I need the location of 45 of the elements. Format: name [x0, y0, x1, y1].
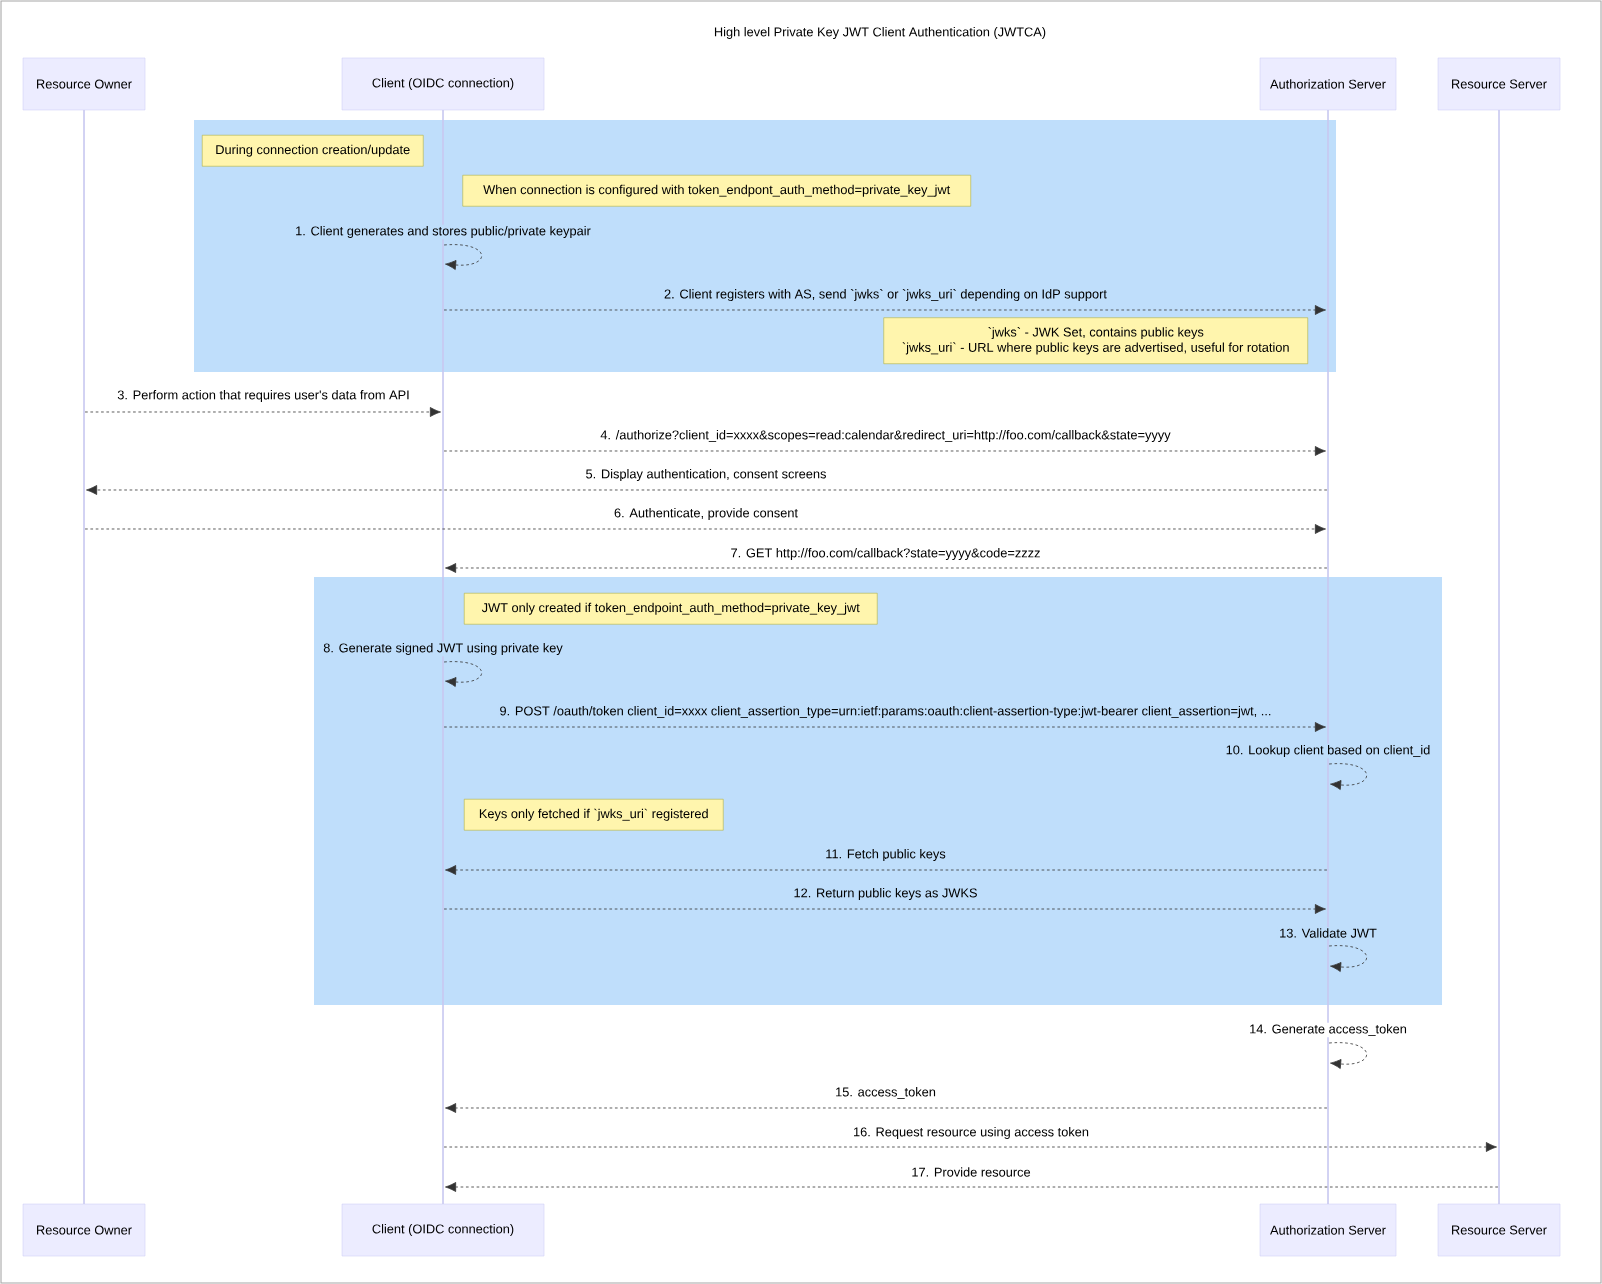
self-arrow [1328, 763, 1367, 790]
message-arrow [443, 1142, 1497, 1152]
participant-box: Client (OIDC connection) [341, 57, 545, 111]
message-arrow [445, 1182, 1499, 1192]
message-arrow [445, 563, 1328, 573]
self-arrow [1328, 1042, 1367, 1069]
participant-box: Resource Owner [22, 1203, 146, 1257]
message-arrow [84, 407, 441, 417]
lifeline [1327, 110, 1329, 1204]
participant-box: Client (OIDC connection) [341, 1203, 545, 1257]
lifeline [442, 110, 444, 1204]
note-box: JWT only created if token_endpoint_auth_method=private_key_jwt [463, 592, 878, 625]
participant-box: Authorization Server [1259, 57, 1397, 111]
lifeline [83, 110, 85, 1204]
edge-label: 17. Provide resource [910, 1165, 1032, 1179]
participant-box: Resource Server [1437, 1203, 1561, 1257]
edge-label: 14. Generate access_token [1247, 1022, 1409, 1038]
participant-box: Resource Owner [22, 57, 146, 111]
participant-box: Authorization Server [1259, 1203, 1397, 1257]
diagram-title: High level Private Key JWT Client Authentication (JWTCA) [714, 27, 1046, 39]
self-arrow [443, 244, 482, 270]
note-box: During connection creation/update [201, 134, 424, 167]
edge-label: 3. Perform action that requires user's data from API [115, 388, 412, 404]
lifeline [1498, 110, 1500, 1204]
message-arrow [86, 485, 1328, 495]
message-arrow [443, 904, 1326, 914]
note-box: Keys only fetched if `jwks_uri` registered [463, 798, 724, 831]
edge-label: 15. access_token [833, 1085, 938, 1101]
participant-box: Resource Server [1437, 57, 1561, 111]
message-arrow [445, 865, 1328, 875]
note-box: When connection is configured with token_endpont_auth_method=private_key_jwt [462, 174, 971, 207]
group-box [314, 577, 1442, 1005]
message-arrow [443, 722, 1326, 732]
message-arrow [443, 446, 1326, 456]
edge-label: 6. Authenticate, provide consent [612, 506, 800, 522]
self-arrow [443, 661, 482, 687]
message-arrow [84, 524, 1326, 534]
message-arrow [443, 305, 1326, 315]
note-box: `jwks` - JWK Set, contains public keys `jwks_uri` - URL where public keys are advertised, useful for rotation [883, 317, 1308, 364]
edge-label: 4. /authorize?client_id=xxxx&scopes=read:calendar&redirect_uri=http://foo.com/callback&state=yyyy [599, 428, 1173, 444]
self-arrow [1328, 945, 1367, 972]
message-arrow [445, 1103, 1328, 1113]
edge-label: 7. GET http://foo.com/callback?state=yyyy&code=zzzz [729, 546, 1042, 562]
edge-label: 16. Request resource using access token [851, 1125, 1091, 1141]
edge-label: 5. Display authentication, consent screens [584, 467, 828, 483]
